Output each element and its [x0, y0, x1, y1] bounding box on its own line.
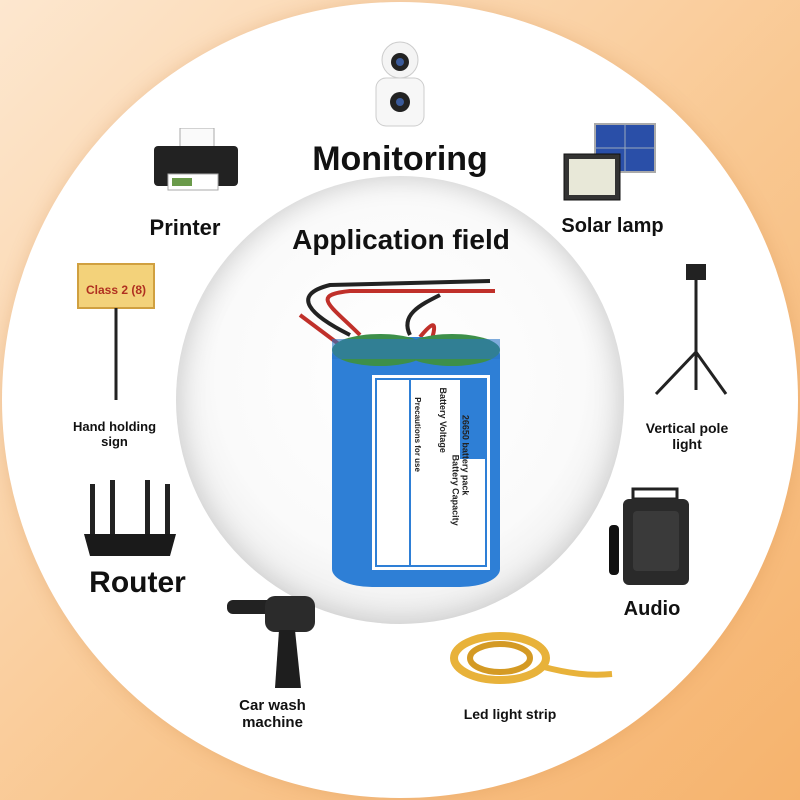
printer-icon [150, 128, 242, 198]
sign-text: Class 2 (8) [85, 283, 147, 297]
battery-pack-icon [290, 275, 510, 595]
tripod-light-icon [650, 262, 730, 402]
label-audio: Audio [623, 598, 681, 620]
battery-precaution: Precautions for use [412, 397, 422, 472]
router-icon [80, 480, 180, 560]
label-printer: Printer [149, 215, 221, 240]
battery-pack-title: 26650 battery pack [460, 414, 471, 496]
label-hand-holding-sign: Hand holding sign [72, 419, 157, 449]
hand-sign-icon [76, 262, 156, 402]
battery-capacity-label: Battery Capacity [450, 454, 461, 526]
label-router: Router [89, 566, 186, 599]
camera-icon [368, 40, 432, 130]
led-strip-icon [450, 630, 615, 690]
car-wash-gun-icon [225, 592, 320, 692]
solar-lamp-icon [560, 120, 660, 210]
label-led-light-strip: Led light strip [463, 706, 557, 722]
speaker-icon [605, 485, 695, 590]
label-car-wash-machine: Car wash machine [239, 697, 306, 732]
battery-brand: SUYIJIA [446, 402, 462, 453]
center-title: Application field [292, 224, 510, 255]
label-vertical-pole-light: Vertical pole light [645, 420, 729, 453]
battery-voltage-label: Battery Voltage [437, 387, 448, 453]
label-solar-lamp: Solar lamp [561, 215, 664, 237]
label-monitoring: Monitoring [312, 140, 488, 178]
